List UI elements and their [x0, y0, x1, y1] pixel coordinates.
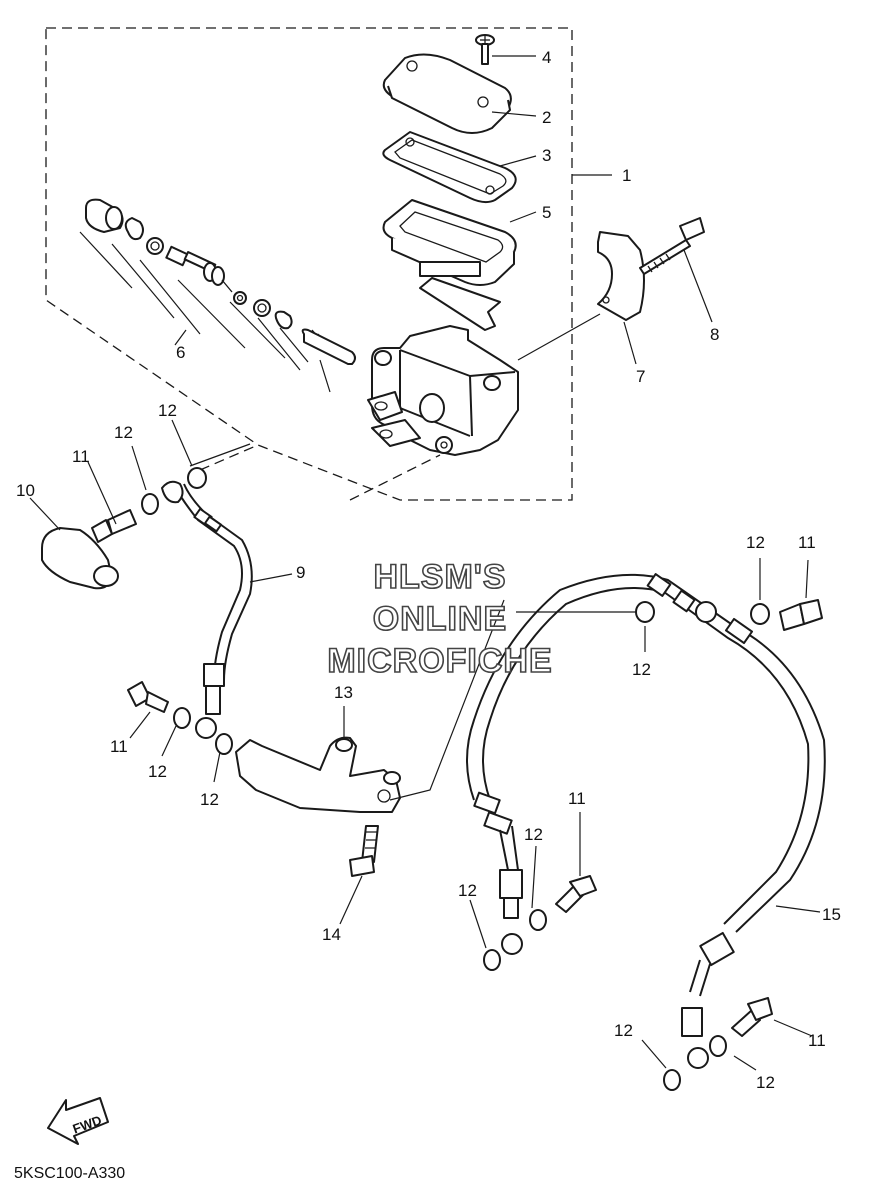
callout-8: 8	[710, 325, 719, 344]
plate	[419, 277, 501, 331]
brake-hose-part-15	[466, 573, 826, 1069]
reservoir-cap-part-2	[382, 53, 512, 134]
callout-2: 2	[542, 108, 551, 127]
screw-part-4	[475, 34, 495, 65]
callout-11-c: 11	[110, 737, 128, 756]
bolt-part-8	[639, 217, 705, 275]
watermark-line-2: ONLINE	[373, 600, 507, 638]
assembly-boundary	[45, 27, 573, 501]
diagram-code: 5KSC100-A330	[14, 1165, 125, 1182]
leaders-top	[491, 55, 713, 365]
bolt-part-14	[349, 825, 379, 877]
callout-12-a: 12	[158, 401, 177, 420]
callout-12-j: 12	[756, 1073, 775, 1092]
leader-10	[29, 497, 61, 531]
banjo-bolt-11-e	[731, 997, 773, 1037]
callout-14: 14	[322, 925, 341, 944]
callout-11-a: 11	[72, 447, 90, 466]
callout-12-i: 12	[614, 1021, 633, 1040]
callout-12-f: 12	[200, 790, 219, 809]
piston-kit-part-6	[79, 198, 356, 393]
leaders-right	[389, 558, 821, 1071]
banjo-bolt-11-c	[779, 599, 823, 631]
callout-7: 7	[636, 367, 645, 386]
callout-3: 3	[542, 146, 551, 165]
callout-12-h: 12	[458, 881, 477, 900]
callout-4: 4	[542, 48, 551, 67]
watermark-line-3: MICROFICHE	[327, 642, 552, 680]
callout-13: 13	[334, 683, 353, 702]
callout-10: 10	[16, 481, 35, 500]
boundary-lead-2	[349, 454, 441, 501]
leader-9	[249, 573, 293, 583]
callout-12-b: 12	[114, 423, 133, 442]
callout-12-e: 12	[148, 762, 167, 781]
holder-part-7	[597, 231, 645, 321]
diaphragm-holder-part-5	[382, 199, 517, 286]
cap-part-10	[41, 527, 119, 590]
callout-9: 9	[296, 563, 305, 582]
callout-1: 1	[622, 166, 631, 185]
callout-12-d: 12	[632, 660, 651, 679]
fwd-arrow-icon: FWD	[47, 1097, 109, 1145]
callout-11-e: 11	[808, 1031, 826, 1050]
diaphragm-part-3	[382, 131, 517, 204]
callout-11-d: 11	[568, 789, 586, 808]
callout-15: 15	[822, 905, 841, 924]
banjo-bolt-11-a	[91, 509, 137, 543]
callout-6: 6	[176, 343, 185, 362]
boundary-lead	[199, 444, 259, 471]
callout-12-g: 12	[524, 825, 543, 844]
bracket-part-13	[235, 736, 401, 813]
callout-5: 5	[542, 203, 551, 222]
banjo-bolt-11-d	[555, 875, 597, 913]
banjo-bolt-11-b	[127, 681, 169, 713]
watermark-line-1: HLSM'S	[373, 558, 506, 596]
master-cylinder-body	[367, 325, 519, 456]
leaders-left	[87, 419, 251, 783]
callout-11-b: 11	[798, 533, 816, 552]
washers	[141, 467, 770, 1091]
brake-hose-part-9	[161, 480, 253, 739]
callout-12-c: 12	[746, 533, 765, 552]
leader-14	[339, 875, 363, 925]
